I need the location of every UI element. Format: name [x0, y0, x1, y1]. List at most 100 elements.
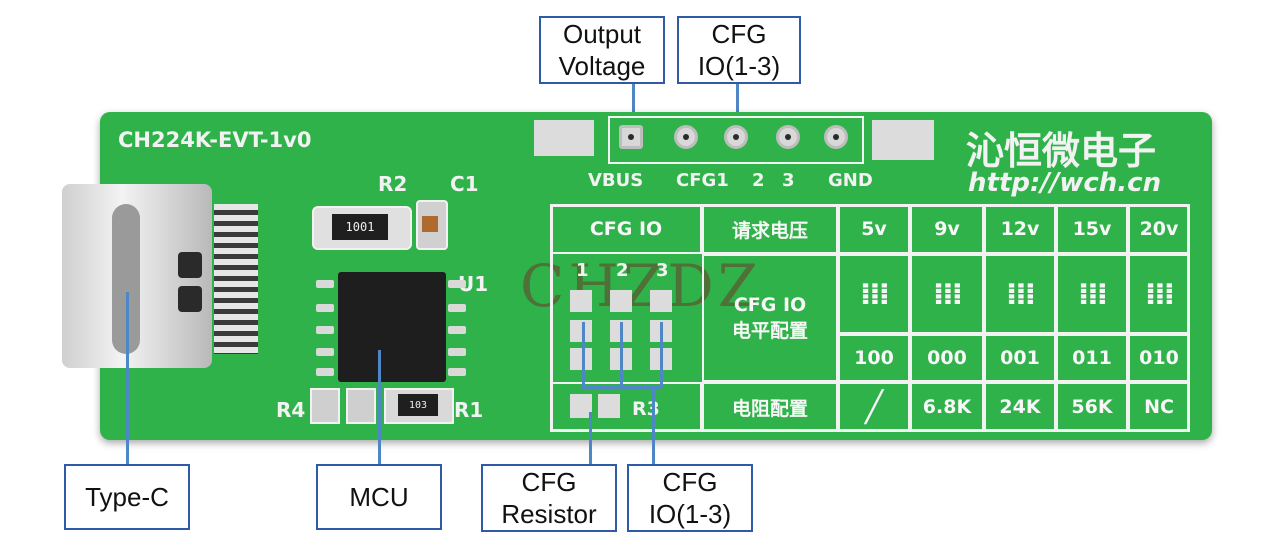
- resistor-pad-mid: [346, 388, 376, 424]
- callout-cfg-resistor-line1: CFG: [521, 467, 577, 497]
- cfg-resistor-pad: [598, 394, 620, 418]
- label-cfg1: CFG1: [676, 170, 729, 191]
- leader-cfg-io-bottom-r: [660, 322, 663, 388]
- callout-output-voltage-line2: Voltage: [558, 51, 646, 81]
- leader-cfg-io-bottom-l: [582, 322, 585, 388]
- top-pad-right: [872, 120, 934, 160]
- code-000: 000: [910, 334, 984, 382]
- voltage-9v: 9v: [910, 204, 984, 254]
- header-pin-cfg1: [674, 125, 698, 149]
- callout-cfg-io-top: CFG IO(1-3): [677, 16, 801, 84]
- pattern-cell: ⁞⁞⁞: [910, 254, 984, 334]
- pin-num-3: 3: [656, 260, 669, 281]
- brand-chinese: 沁恒微电子: [966, 129, 1157, 173]
- callout-output-voltage: Output Voltage: [539, 16, 665, 84]
- label-pin-3: 3: [782, 170, 795, 191]
- callout-cfg-io-bottom: CFG IO(1-3): [627, 464, 753, 532]
- leader-cfg-resistor: [589, 412, 592, 464]
- brand-url: http://wch.cn: [968, 168, 1162, 198]
- mcu-chip: [338, 272, 446, 382]
- usb-c-tab-1: [178, 252, 202, 278]
- code-010: 010: [1128, 334, 1190, 382]
- usb-c-tab-2: [178, 286, 202, 312]
- callout-cfg-io-top-line2: IO(1-3): [697, 51, 781, 81]
- pcb-board: CH224K-EVT-1v0 VBUS CFG1 2 3 GND 沁恒微电子 h…: [62, 112, 1212, 440]
- label-vbus: VBUS: [588, 170, 644, 191]
- jumper-pad: [610, 290, 632, 312]
- callout-cfg-io-top-line1: CFG: [711, 19, 767, 49]
- level-config-line1: CFG IO: [733, 293, 807, 316]
- callout-cfg-resistor: CFG Resistor: [481, 464, 617, 532]
- table-request-voltage: 请求电压: [702, 204, 838, 254]
- resistor-r1-body: 103: [398, 394, 438, 416]
- jumper-pad: [650, 290, 672, 312]
- label-c1: C1: [450, 172, 479, 196]
- code-001: 001: [984, 334, 1056, 382]
- leader-type-c: [126, 292, 129, 464]
- board-name: CH224K-EVT-1v0: [118, 128, 312, 152]
- label-r1: R1: [454, 398, 484, 422]
- callout-cfg-io-bottom-line2: IO(1-3): [648, 499, 732, 529]
- resistor-nc: NC: [1128, 382, 1190, 432]
- watermark: CHZDZ: [520, 252, 763, 320]
- mcu-pin: [448, 348, 466, 356]
- callout-type-c-text: Type-C: [85, 482, 169, 512]
- callout-cfg-io-bottom-line1: CFG: [662, 467, 718, 497]
- capacitor-c1-body: [422, 216, 438, 232]
- callout-mcu-text: MCU: [349, 482, 409, 512]
- voltage-12v: 12v: [984, 204, 1056, 254]
- mcu-pin: [316, 326, 334, 334]
- leader-output-voltage: [632, 82, 635, 132]
- mcu-pin: [316, 280, 334, 288]
- top-pad-left: [534, 120, 594, 156]
- label-r2: R2: [378, 172, 408, 196]
- voltage-5v: 5v: [838, 204, 910, 254]
- callout-output-voltage-line1: Output: [562, 19, 642, 49]
- pattern-cell: ⁞⁞⁞: [1056, 254, 1128, 334]
- leader-cfg-io-top-stem: [736, 82, 739, 120]
- table-cfg-io-header: CFG IO: [550, 204, 702, 254]
- resistor-24k: 24K: [984, 382, 1056, 432]
- jumper-pad: [570, 290, 592, 312]
- mcu-pin: [448, 280, 466, 288]
- header-pin-vbus: [619, 125, 643, 149]
- cfg-resistor-pad: [570, 394, 592, 418]
- label-r4: R4: [276, 398, 306, 422]
- header-pin-gnd: [824, 125, 848, 149]
- jumper-pad: [570, 320, 592, 342]
- resistor-56k: 56K: [1056, 382, 1128, 432]
- mcu-pin: [448, 326, 466, 334]
- leader-cfg-io-bottom-stem: [652, 388, 655, 464]
- resistor-pads-box: [550, 382, 702, 432]
- pattern-cell: ⁞⁞⁞: [984, 254, 1056, 334]
- label-pin-2: 2: [752, 170, 765, 191]
- callout-cfg-resistor-line2: Resistor: [501, 499, 597, 529]
- mcu-pin: [448, 304, 466, 312]
- header-outline: [608, 116, 864, 164]
- pattern-cell: ⁞⁞⁞: [838, 254, 910, 334]
- mcu-pin: [316, 368, 334, 376]
- table-level-config: CFG IO 电平配置: [702, 254, 838, 382]
- pin-num-1: 1: [576, 260, 589, 281]
- header-pin-cfg3: [776, 125, 800, 149]
- header-pin-cfg2: [724, 125, 748, 149]
- label-r3: R3: [632, 398, 660, 420]
- leader-cfg-io-bottom-m: [620, 322, 623, 388]
- voltage-20v: 20v: [1128, 204, 1190, 254]
- usb-c-pins: [214, 204, 258, 354]
- resistor-6k8: 6.8K: [910, 382, 984, 432]
- level-config-line2: 电平配置: [731, 319, 808, 342]
- resistor-slash-cell: ╱: [838, 382, 910, 432]
- leader-mcu: [378, 350, 381, 464]
- pin-num-2: 2: [616, 260, 629, 281]
- resistor-r2: [312, 206, 412, 250]
- code-011: 011: [1056, 334, 1128, 382]
- mcu-pin: [448, 368, 466, 376]
- callout-mcu: MCU: [316, 464, 442, 530]
- table-resistor-config: 电阻配置: [702, 382, 838, 432]
- jumper-pad: [570, 348, 592, 370]
- code-100: 100: [838, 334, 910, 382]
- resistor-r4-pad: [310, 388, 340, 424]
- voltage-15v: 15v: [1056, 204, 1128, 254]
- pattern-cell: ⁞⁞⁞: [1128, 254, 1190, 334]
